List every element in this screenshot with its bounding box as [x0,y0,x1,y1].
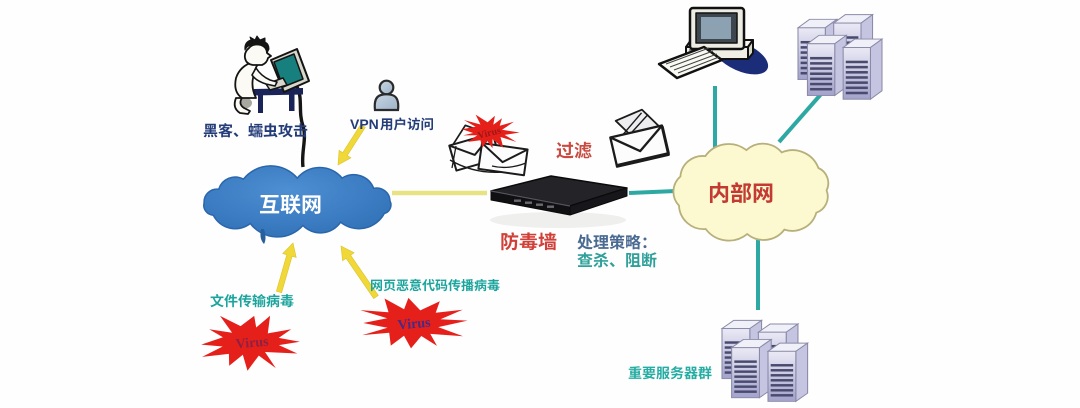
svg-text:Virus: Virus [235,335,270,353]
svg-text:VPN: VPN [350,116,379,132]
svg-text:Virus: Virus [397,316,432,334]
